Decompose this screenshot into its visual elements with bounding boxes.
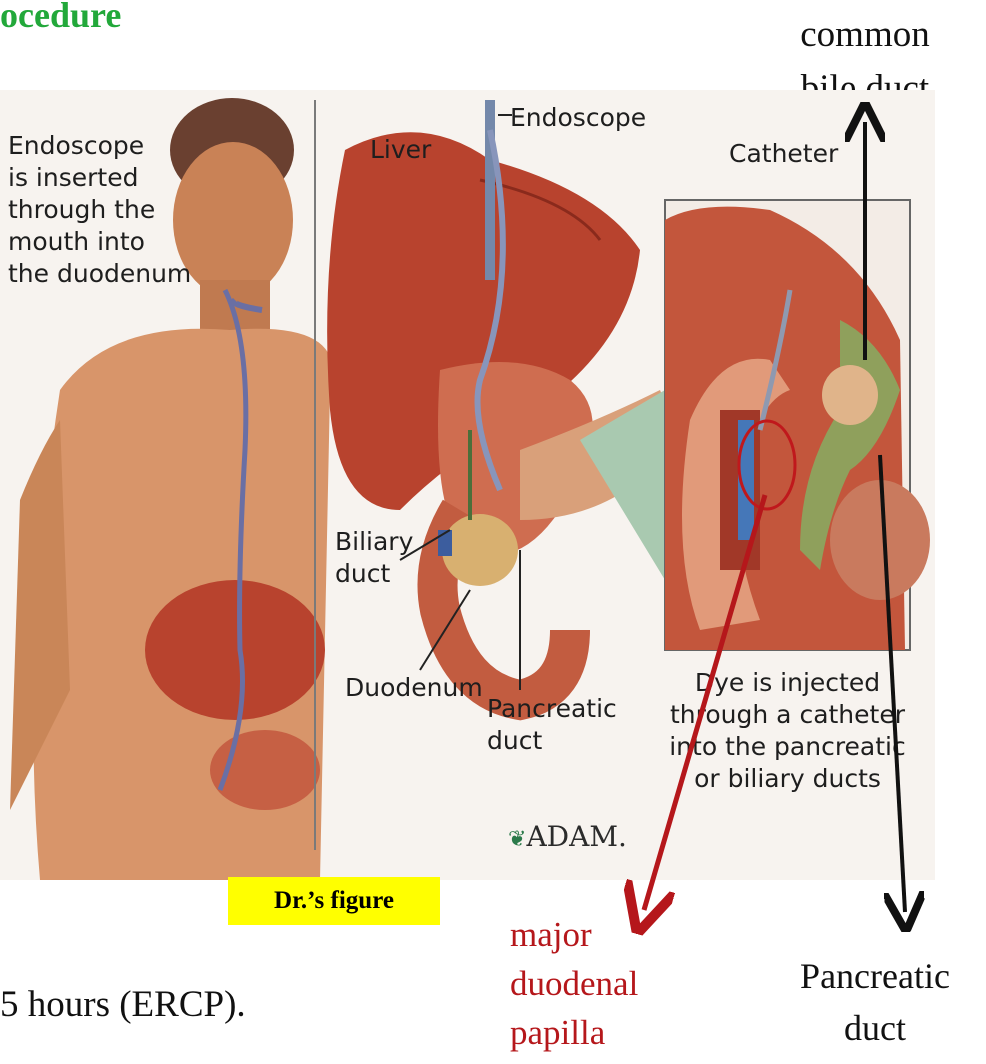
papilla-arrow xyxy=(644,495,765,910)
pancreatic-duct-arrow xyxy=(880,455,905,912)
